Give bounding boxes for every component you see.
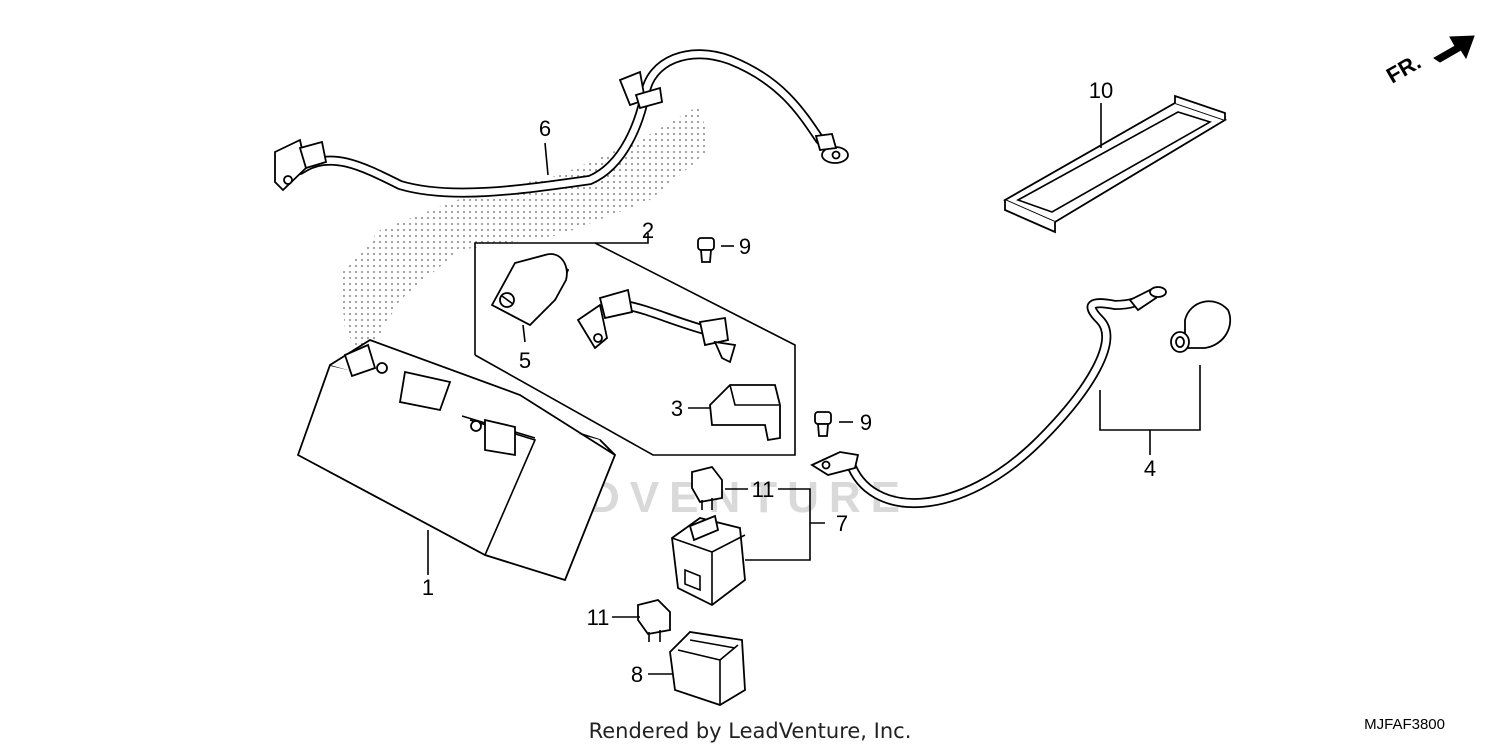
part-10-strap[interactable] [1003,94,1228,234]
callout-11-upper: 11 [752,477,775,502]
part-2-group-outline [474,233,796,456]
leader-lines [427,103,1201,675]
part-11-fuse-upper[interactable] [691,465,723,510]
part-9-bolt-lower[interactable] [814,411,832,437]
part-2-sub-harness[interactable] [576,288,737,364]
part-11-fuse-lower[interactable] [637,599,671,642]
callout-10: 10 [1089,78,1113,103]
part-6-cable[interactable] [274,49,849,198]
callout-3: 3 [671,396,683,421]
callout-9-upper: 9 [739,234,751,259]
part-5-terminal-cover[interactable] [490,253,570,327]
part-1-battery[interactable] [296,339,617,582]
dotted-background-shape [340,105,710,360]
callout-9-lower: 9 [860,410,872,435]
callout-4: 4 [1144,456,1156,481]
part-4-cable[interactable] [810,286,1167,509]
callout-7: 7 [836,511,848,536]
callout-5: 5 [519,348,531,373]
part-8-relay-boot[interactable] [669,631,746,706]
callout-2: 2 [642,218,654,243]
front-direction-label: FR. [1382,49,1425,88]
front-direction-indicator: FR. [1382,35,1475,88]
callout-11-lower: 11 [587,605,610,630]
part-7-relay[interactable] [671,514,746,607]
callout-1: 1 [422,575,434,600]
part-9-bolt-upper[interactable] [697,237,715,263]
diagram-code: MJFAF3800 [1364,716,1445,733]
rendered-by-footer: Rendered by LeadVenture, Inc. [589,719,912,743]
part-4-terminal-boot[interactable] [1170,300,1232,353]
callout-8: 8 [631,662,643,687]
callout-labels: 1 2 3 4 5 6 7 8 9 9 10 11 11 [422,78,1156,687]
part-3-cap[interactable] [709,384,781,442]
callout-6: 6 [539,116,551,141]
front-arrow-icon [1433,35,1475,63]
